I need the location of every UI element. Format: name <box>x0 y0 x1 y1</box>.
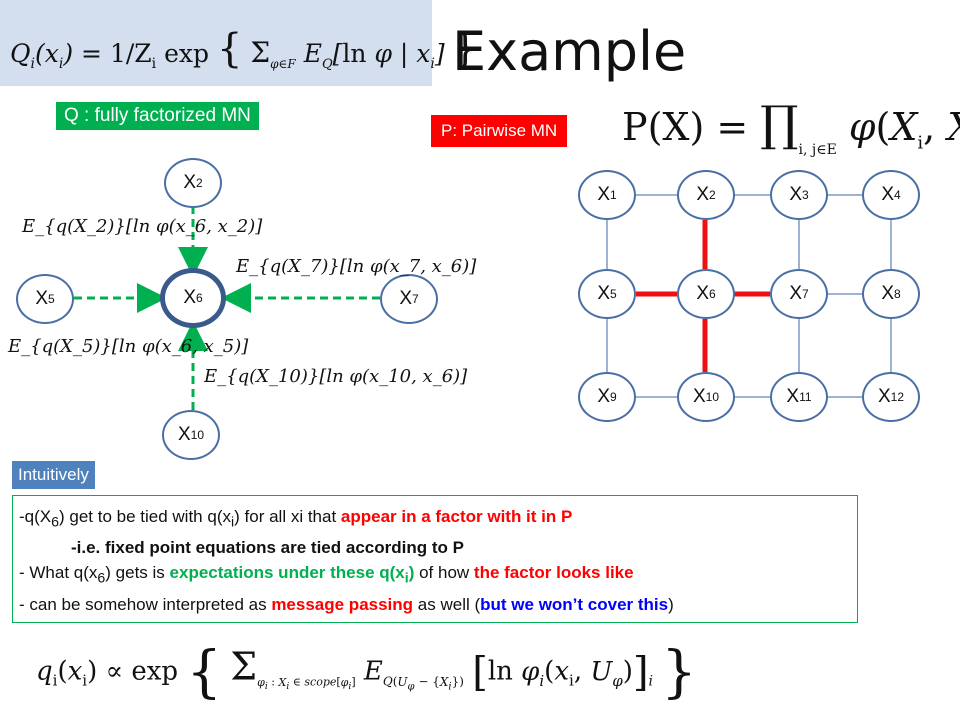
exp-x5: E_{q(X_5)}[ln φ(x_6, x_5)] <box>8 336 249 357</box>
bullet-1: -q(X6) get to be tied with q(xi) for all… <box>19 507 573 531</box>
intuition-box: -q(X6) get to be tied with q(xi) for all… <box>12 495 858 623</box>
slide-title: Example <box>452 20 687 83</box>
bullet-4: - can be somehow interpreted as message … <box>19 594 674 614</box>
bullet-3: - What q(x6) gets is expectations under … <box>19 563 634 587</box>
top-formula-box: Qi(xi) = 1/Zi exp { Σφ∈F EQ[ln φ | xi] } <box>0 0 478 86</box>
top-formula: Qi(xi) = 1/Zi exp { Σφ∈F EQ[ln φ | xi] } <box>10 26 479 72</box>
bullet-2: -i.e. fixed point equations are tied acc… <box>71 538 464 558</box>
p-label: P: Pairwise MN <box>431 115 568 147</box>
exp-x10: E_{q(X_10)}[ln φ(x_10, x_6)] <box>204 366 468 387</box>
exp-x2: E_{q(X_2)}[ln φ(x_6, x_2)] <box>22 216 263 237</box>
bottom-formula: qi(xi) ∝ exp { Σφi : Xi ∈ scope[φi] EQ(U… <box>36 640 697 705</box>
exp-x7: E_{q(X_7)}[ln φ(x_7, x_6)] <box>236 256 477 277</box>
p-formula: P(X) = ∏i, j∈E φ(Xi, Xj) <box>622 96 960 158</box>
q-label: Q : fully factorized MN <box>56 102 259 130</box>
intuitively-label: Intuitively <box>12 461 95 489</box>
